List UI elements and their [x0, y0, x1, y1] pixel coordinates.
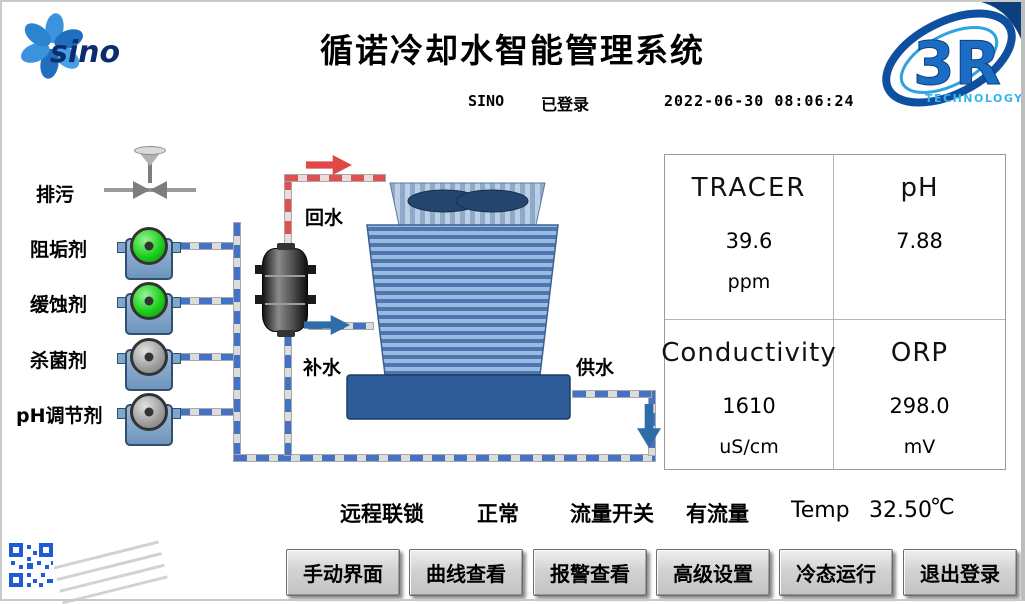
- pipe-dosing-1: [176, 242, 238, 250]
- temp-value: 32.50: [869, 498, 932, 523]
- datetime: 2022-06-30 08:06:24: [664, 92, 855, 110]
- sino-logo-text: sino: [50, 35, 120, 70]
- qr-code-icon: [8, 542, 54, 588]
- cold-run-button[interactable]: 冷态运行: [779, 549, 893, 596]
- label-blowdown: 排污: [36, 184, 75, 206]
- vessel-cap: [277, 243, 295, 250]
- metric-name: pH: [900, 173, 939, 203]
- metric-name: TRACER: [691, 173, 807, 203]
- sino-logo: sino: [21, 13, 120, 79]
- tower-fan-icon: [455, 189, 529, 213]
- label-scale-inhibitor: 阻垢剂: [30, 239, 88, 261]
- valve-stem: [148, 163, 152, 183]
- pump-head-icon: [130, 338, 168, 376]
- pump-4[interactable]: [116, 392, 182, 450]
- pump-2[interactable]: [116, 281, 182, 339]
- 3r-logo-text: 3R: [913, 29, 1001, 99]
- 3r-logo-subtext: TECHNOLOGY: [925, 92, 1023, 105]
- watermark: [52, 535, 168, 604]
- flow-switch-value: 有流量: [686, 502, 749, 526]
- label-biocide: 杀菌剂: [30, 350, 88, 372]
- metric-value: 39.6: [725, 229, 773, 253]
- pipe-return-riser: [284, 176, 292, 250]
- metric-value: 1610: [722, 394, 776, 418]
- pump-port: [172, 408, 181, 419]
- metric-value: 298.0: [889, 394, 950, 418]
- metric-unit: ppm: [727, 271, 771, 293]
- vessel-band: [265, 303, 305, 305]
- login-status: 已登录: [541, 95, 590, 114]
- label-ph-adjuster: pH调节剂: [16, 405, 103, 427]
- metric-value: 7.88: [896, 229, 943, 253]
- metrics-panel: TRACER 39.6 ppm pH 7.88 Conductivity 161…: [661, 154, 1006, 470]
- temp-unit: ℃: [930, 495, 955, 520]
- tower-body: [366, 224, 559, 376]
- pump-port: [172, 297, 181, 308]
- metric-conductivity: Conductivity 1610 uS/cm: [661, 320, 836, 469]
- pump-port: [117, 297, 126, 308]
- pipe-bottom-loop: [233, 454, 656, 462]
- temp-label: Temp: [791, 498, 850, 523]
- metric-name: ORP: [890, 338, 949, 368]
- tower-basin: [346, 374, 571, 420]
- alarm-view-button[interactable]: 报警查看: [533, 549, 647, 596]
- cooling-tower: [346, 182, 571, 420]
- manual-screen-button[interactable]: 手动界面: [286, 549, 400, 596]
- vessel-nozzle: [307, 265, 316, 274]
- vessel-band: [265, 275, 305, 277]
- 3r-technology-logo: 3R TECHNOLOGY: [882, 2, 1023, 107]
- pump-head-icon: [130, 282, 168, 320]
- metric-name: Conductivity: [661, 338, 837, 368]
- curve-view-button[interactable]: 曲线查看: [409, 549, 523, 596]
- supply-flow-arrow-icon: [637, 404, 661, 448]
- pump-1[interactable]: [116, 226, 182, 284]
- logo-corner-swoosh: [981, 2, 1023, 44]
- pipe-return: [284, 174, 386, 182]
- pump-head-icon: [130, 393, 168, 431]
- pipe-filter-drain: [284, 332, 292, 456]
- logout-button[interactable]: 退出登录: [903, 549, 1017, 596]
- flow-switch-label: 流量开关: [570, 502, 654, 526]
- pump-port: [172, 353, 181, 364]
- remote-interlock-label: 远程联锁: [340, 502, 424, 526]
- pipe-dosing-2: [176, 297, 238, 305]
- label-corrosion-inhibitor: 缓蚀剂: [30, 294, 88, 316]
- pump-port: [117, 353, 126, 364]
- pipe-basin-outlet: [572, 390, 652, 398]
- valve-icon: [133, 181, 150, 199]
- advanced-settings-button[interactable]: 高级设置: [656, 549, 770, 596]
- vessel-nozzle: [255, 265, 264, 274]
- valve-actuator-rim: [134, 146, 166, 155]
- remote-interlock-value: 正常: [477, 502, 519, 526]
- login-user: SINO: [468, 92, 505, 110]
- vessel-cap: [277, 330, 295, 337]
- metric-orp: ORP 298.0 mV: [834, 320, 1005, 469]
- pipe-dosing-4: [176, 408, 238, 416]
- label-return-water: 回水: [305, 207, 344, 229]
- vessel-nozzle: [307, 295, 316, 304]
- pipe-dosing-3: [176, 353, 238, 361]
- filter-vessel[interactable]: [255, 243, 316, 337]
- pipe-dosing-main: [233, 222, 241, 462]
- metric-ph: pH 7.88: [834, 155, 1005, 320]
- pump-port: [117, 242, 126, 253]
- label-supply-water: 供水: [576, 357, 615, 379]
- vessel-nozzle: [255, 295, 264, 304]
- pump-head-icon: [130, 227, 168, 265]
- pump-3[interactable]: [116, 337, 182, 395]
- page-title: 循诺冷却水智能管理系统: [320, 31, 705, 70]
- metric-unit: mV: [903, 436, 936, 458]
- pump-port: [172, 242, 181, 253]
- metric-tracer: TRACER 39.6 ppm: [665, 155, 834, 320]
- sino-pinwheel-icon: [21, 13, 83, 79]
- valve-icon: [150, 181, 167, 199]
- metric-unit: uS/cm: [719, 436, 779, 458]
- label-makeup-water: 补水: [303, 357, 342, 379]
- pump-port: [117, 408, 126, 419]
